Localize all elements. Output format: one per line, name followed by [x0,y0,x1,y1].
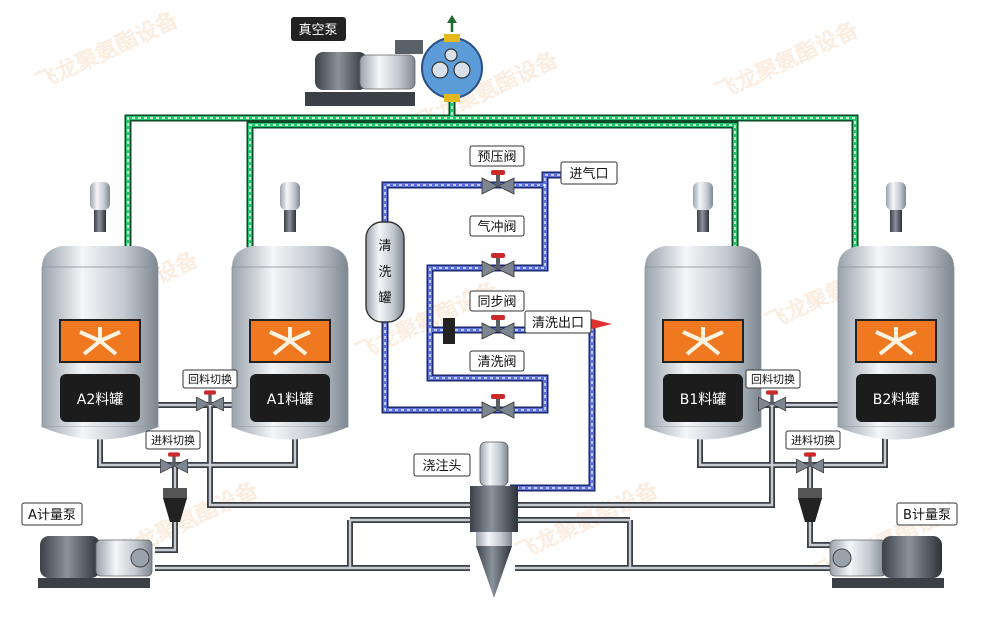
air-flush-valve-icon [481,252,515,278]
tank-b1: B1料罐 [644,182,762,440]
meter-pump-a-text: A计量泵 [28,508,76,523]
preload-valve-label: 预压阀 [469,145,525,167]
feed-switch-right-text: 进料切换 [791,433,835,447]
vacuum-pump-label: 真空泵 [291,17,346,41]
sync-valve-text: 同步阀 [477,295,516,310]
tank-a2: A2料罐 [41,182,159,440]
vacuum-pump [305,15,483,106]
clean-valve-label: 清洗阀 [469,350,525,372]
air-inlet-text: 进气口 [569,166,608,182]
meter-pump-b-label: B计量泵 [896,502,958,526]
filter-left [163,488,187,522]
clean-outlet-arrow-icon [588,318,612,330]
tank-label: A1料罐 [267,392,313,408]
cleaning-lines [381,171,596,492]
return-switch-right-label: 回料切换 [745,369,801,389]
preload-valve-icon [481,169,515,195]
sync-valve-icon [481,314,515,340]
tank-a1: A1料罐 [231,182,349,440]
cleaning-tank: 清 洗 罐 [365,221,405,323]
tank-label: B2料罐 [873,392,920,408]
pour-head-text: 浇注头 [422,459,461,474]
feed-switch-left-label: 进料切换 [145,430,201,450]
meter-pump-a [38,536,153,588]
return-switch-left-label: 回料切换 [182,369,238,389]
material-lines [97,402,888,571]
meter-pump-b-text: B计量泵 [903,508,951,523]
clean-tank-char: 清 [378,239,391,254]
meter-pump-b [829,536,944,588]
preload-valve-text: 预压阀 [477,150,516,165]
tank-label: B1料罐 [680,392,727,408]
tank-b2: B2料罐 [837,182,955,440]
filter-right [798,488,822,522]
pour-head [470,441,518,598]
clean-tank-char: 罐 [378,291,391,306]
exhaust-arrow-icon [447,15,457,23]
tank-label: A2料罐 [77,392,123,408]
feed-switch-right-label: 进料切换 [785,430,841,450]
sync-actuator [443,318,455,344]
clean-tank-char: 洗 [378,265,391,280]
pour-head-label: 浇注头 [413,453,471,477]
air-flush-valve-label: 气冲阀 [469,215,525,237]
air-flush-valve-text: 气冲阀 [477,219,516,235]
sync-valve-label: 同步阀 [469,290,525,312]
pump-rotor-icon [421,37,483,99]
clean-outlet-text: 清洗出口 [532,316,584,331]
clean-valve-icon [481,393,515,419]
feed-switch-left-text: 进料切换 [151,433,195,447]
watermark-text: 飞龙聚氨酯设备 [712,16,863,105]
return-switch-left-text: 回料切换 [188,372,232,386]
clean-valve-text: 清洗阀 [477,355,516,370]
air-inlet-label: 进气口 [560,161,618,185]
return-switch-right-text: 回料切换 [751,372,795,386]
clean-outlet-label: 清洗出口 [524,310,592,334]
vacuum-lines [124,100,859,252]
watermark-text: 飞龙聚氨酯设备 [32,6,183,95]
vacuum-pump-text: 真空泵 [298,23,337,38]
meter-pump-a-label: A计量泵 [21,502,83,526]
